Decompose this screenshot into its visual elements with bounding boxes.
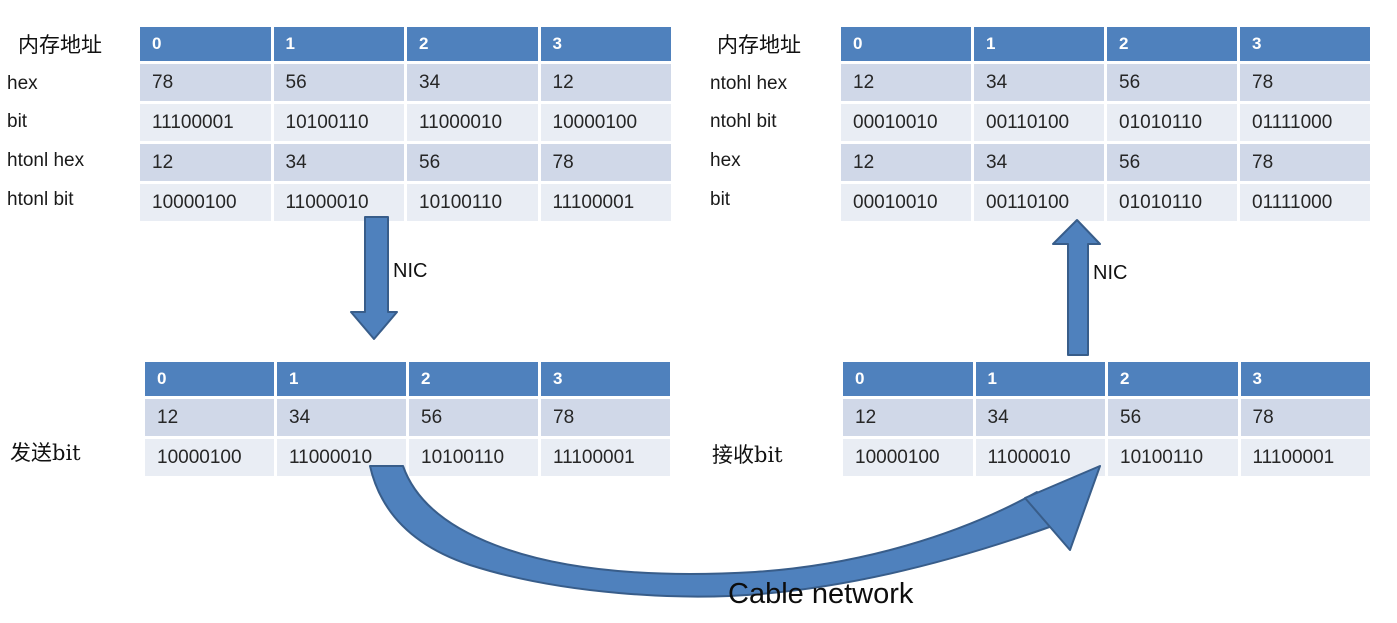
data-cell: 12	[841, 144, 971, 181]
header-cell: 3	[541, 362, 670, 396]
header-cell: 1	[273, 27, 404, 61]
data-cell: 11100001	[140, 104, 271, 141]
header-cell: 3	[540, 27, 671, 61]
data-cell: 34	[277, 399, 406, 436]
data-cell: 01111000	[1240, 184, 1370, 221]
label-bit-left: bit	[7, 111, 28, 132]
label-ntohl-bit: ntohl bit	[710, 111, 777, 132]
header-cell: 0	[140, 27, 271, 61]
label-memory-address-right: 内存地址	[717, 33, 801, 57]
label-memory-address-left: 内存地址	[18, 33, 102, 57]
data-cell: 00010010	[841, 104, 971, 141]
data-cell: 34	[975, 399, 1105, 436]
header-cell: 2	[407, 27, 538, 61]
data-cell: 78	[541, 399, 670, 436]
data-cell: 01010110	[1107, 184, 1237, 221]
header-cell: 2	[1108, 362, 1238, 396]
data-cell: 11100001	[1240, 439, 1370, 476]
nic-left-label: NIC	[393, 260, 428, 282]
data-cell: 34	[407, 64, 538, 101]
label-receive-bit: 接收bit	[712, 443, 783, 467]
data-cell: 00010010	[841, 184, 971, 221]
cable-network-arrow-icon	[369, 465, 1101, 598]
header-cell: 1	[975, 362, 1105, 396]
data-cell: 00110100	[974, 184, 1104, 221]
data-cell: 11000010	[407, 104, 538, 141]
table-receive: 0 1 2 3 12 34 56 78 10000100 11000010 10…	[843, 362, 1370, 476]
data-cell: 01010110	[1107, 104, 1237, 141]
label-htonl-bit: htonl bit	[7, 189, 74, 210]
data-cell: 10100110	[409, 439, 538, 476]
data-cell: 00110100	[974, 104, 1104, 141]
data-cell: 10000100	[145, 439, 274, 476]
data-cell: 11100001	[540, 184, 671, 221]
header-cell: 1	[277, 362, 406, 396]
nic-down-arrow-icon	[350, 216, 398, 340]
data-cell: 11000010	[975, 439, 1105, 476]
label-htonl-hex: htonl hex	[7, 150, 85, 171]
data-cell: 34	[273, 144, 404, 181]
data-cell: 01111000	[1240, 104, 1370, 141]
header-cell: 3	[1240, 362, 1370, 396]
header-cell: 0	[843, 362, 973, 396]
nic-up-arrow-icon	[1052, 219, 1101, 356]
data-cell: 12	[145, 399, 274, 436]
data-cell: 56	[1108, 399, 1238, 436]
data-cell: 12	[841, 64, 971, 101]
label-send-bit: 发送bit	[10, 441, 81, 465]
data-cell: 10000100	[843, 439, 973, 476]
data-cell: 12	[140, 144, 271, 181]
data-cell: 56	[273, 64, 404, 101]
data-cell: 10100110	[407, 184, 538, 221]
data-cell: 12	[540, 64, 671, 101]
data-cell: 10000100	[540, 104, 671, 141]
header-cell: 2	[1107, 27, 1237, 61]
header-cell: 0	[145, 362, 274, 396]
data-cell: 78	[1240, 144, 1370, 181]
data-cell: 11000010	[273, 184, 404, 221]
data-cell: 78	[1240, 64, 1370, 101]
data-cell: 12	[843, 399, 973, 436]
header-cell: 1	[974, 27, 1104, 61]
data-cell: 56	[409, 399, 538, 436]
data-cell: 11100001	[541, 439, 670, 476]
label-hex-left: hex	[7, 73, 38, 94]
label-hex-right: hex	[710, 150, 741, 171]
data-cell: 78	[140, 64, 271, 101]
data-cell: 78	[1240, 399, 1370, 436]
data-cell: 56	[407, 144, 538, 181]
table-receiver-memory: 0 1 2 3 12 34 56 78 00010010 00110100 01…	[841, 27, 1370, 221]
table-send: 0 1 2 3 12 34 56 78 10000100 11000010 10…	[145, 362, 670, 476]
data-cell: 56	[1107, 64, 1237, 101]
data-cell: 11000010	[277, 439, 406, 476]
header-cell: 0	[841, 27, 971, 61]
data-cell: 10000100	[140, 184, 271, 221]
table-host-memory: 0 1 2 3 78 56 34 12 11100001 10100110 11…	[140, 27, 671, 221]
label-ntohl-hex: ntohl hex	[710, 73, 788, 94]
nic-right-label: NIC	[1093, 262, 1128, 284]
data-cell: 34	[974, 64, 1104, 101]
data-cell: 78	[540, 144, 671, 181]
data-cell: 34	[974, 144, 1104, 181]
data-cell: 10100110	[1108, 439, 1238, 476]
label-bit-right: bit	[710, 189, 731, 210]
header-cell: 3	[1240, 27, 1370, 61]
data-cell: 10100110	[273, 104, 404, 141]
cable-network-label: Cable network	[728, 578, 914, 610]
data-cell: 56	[1107, 144, 1237, 181]
header-cell: 2	[409, 362, 538, 396]
